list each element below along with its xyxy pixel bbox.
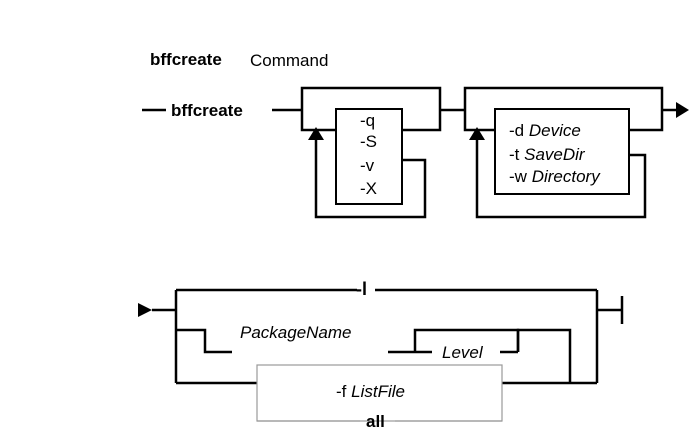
flags-repeat-arrow-icon: [308, 127, 324, 140]
package-name: PackageName: [240, 323, 352, 342]
title-suffix: Command: [250, 51, 328, 70]
options-repeat-loop: [475, 138, 647, 219]
flag-q: -q: [360, 111, 375, 130]
flags-repeat-loop: [314, 138, 427, 219]
option-w: -w Directory: [509, 167, 601, 186]
option-d-flag: -d: [509, 121, 524, 140]
option-w-arg: Directory: [532, 167, 602, 186]
flags-exit-line: [402, 110, 442, 132]
continue-arrow-icon: [676, 102, 689, 118]
list-flag: -l: [356, 279, 367, 299]
package-branch-entry: [176, 328, 232, 354]
option-t-arg: SaveDir: [524, 145, 586, 164]
options-exit-line: [629, 110, 664, 132]
option-w-flag: -w: [509, 167, 528, 186]
package-branch-exit: [516, 328, 572, 383]
title-command: bffcreate: [150, 50, 222, 69]
options-entry-line: [463, 110, 495, 132]
syntax-line-2: [152, 288, 624, 385]
options-repeat-arrow-icon: [469, 127, 485, 140]
option-t-flag: -t: [509, 145, 520, 164]
command-name: bffcreate: [171, 101, 243, 120]
listfile-arg: ListFile: [351, 382, 405, 401]
start-arrow-icon: [138, 303, 152, 317]
all-keyword: all: [366, 412, 385, 431]
options-bypass-line: [463, 86, 664, 110]
listfile-option: -f ListFile: [336, 382, 405, 401]
level-param: Level: [442, 343, 484, 362]
listfile-box: [256, 364, 503, 422]
flag-v: -v: [360, 156, 375, 175]
flag-X: -X: [360, 179, 377, 198]
option-t: -t SaveDir: [509, 145, 586, 164]
listfile-flag: -f: [336, 382, 347, 401]
syntax-line-1: [142, 86, 676, 219]
flags-box: [335, 108, 403, 205]
option-d: -d Device: [509, 121, 581, 140]
flag-S: -S: [360, 132, 377, 151]
flags-entry-line: [300, 110, 336, 132]
options-box: [494, 108, 630, 195]
flags-bypass-line: [300, 86, 442, 110]
option-d-arg: Device: [529, 121, 581, 140]
